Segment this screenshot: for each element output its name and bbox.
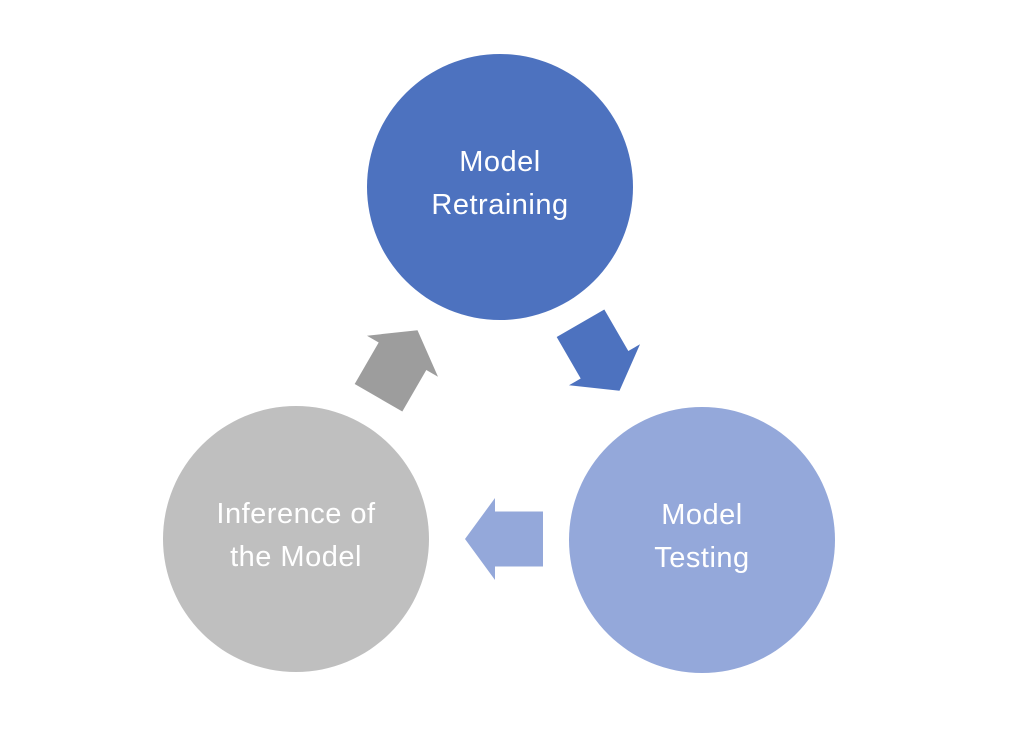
arrow-inference-to-retraining-icon [354,330,439,412]
node-inference-of-the-model-label: Inference of the Model [216,493,375,579]
node-label-line: Model [661,499,743,531]
node-label-line: the Model [230,541,362,573]
node-inference-of-the-model: Inference of the Model [163,406,429,672]
node-label-line: Testing [654,542,750,574]
node-label-line: Model [459,146,541,178]
arrow-testing-to-inference-icon [465,498,543,580]
node-model-testing-label: Model Testing [654,494,749,580]
node-label-line: Retraining [431,189,569,221]
arrow-retraining-to-testing-icon [556,309,641,391]
node-label-line: Inference of [216,498,376,530]
node-model-testing: Model Testing [569,407,835,673]
node-model-retraining-label: Model Retraining [431,141,568,227]
node-model-retraining: Model Retraining [367,54,633,320]
